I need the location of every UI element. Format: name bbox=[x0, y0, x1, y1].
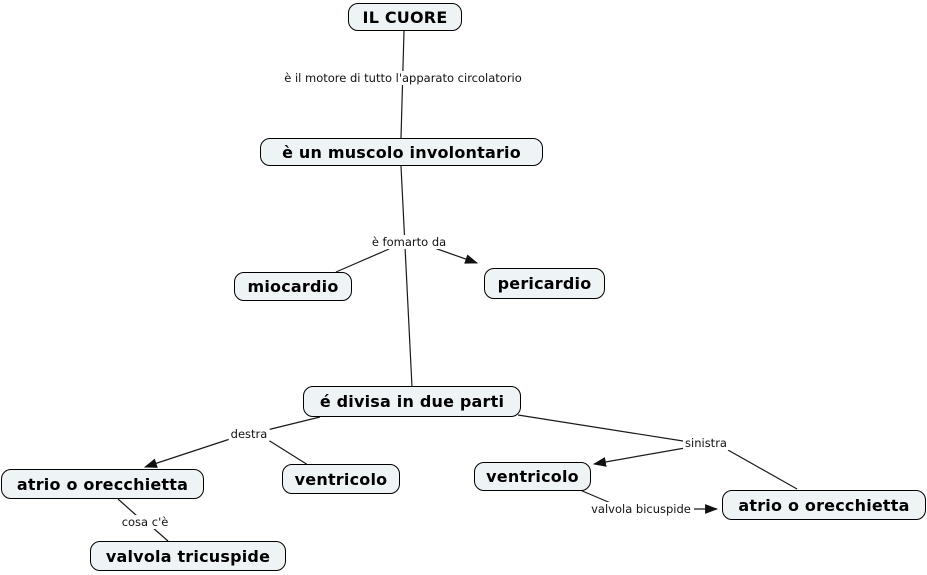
node-il-cuore[interactable]: IL CUORE bbox=[348, 3, 462, 31]
connector-divisa-sinistra bbox=[517, 414, 684, 442]
connector-ventricolo-bicuspide bbox=[579, 489, 614, 505]
node-miocardio[interactable]: miocardio bbox=[234, 272, 352, 301]
connector-destra-atrio bbox=[143, 438, 231, 468]
node-pericardio[interactable]: pericardio bbox=[484, 268, 605, 299]
connector-divisa-destra bbox=[266, 416, 321, 431]
node-ventricolo-destro[interactable]: ventricolo bbox=[282, 464, 400, 494]
link-label-valvola-bicuspide[interactable]: valvola bicuspide bbox=[589, 502, 693, 516]
link-label-cosa-ce[interactable]: cosa c'è bbox=[119, 515, 171, 529]
connector-cosace-tricuspide bbox=[151, 526, 169, 542]
node-muscolo-involontario[interactable]: è un muscolo involontario bbox=[260, 138, 543, 166]
connector-destra-ventricolo bbox=[264, 437, 309, 466]
link-label-formato[interactable]: è fomarto da bbox=[369, 235, 449, 249]
link-label-sinistra[interactable]: sinistra bbox=[683, 436, 729, 450]
link-label-motore[interactable]: è il motore di tutto l'apparato circolat… bbox=[282, 71, 524, 85]
connector-formato-miocardio bbox=[335, 248, 390, 273]
link-label-destra[interactable]: destra bbox=[228, 427, 270, 441]
node-ventricolo-sinistro[interactable]: ventricolo bbox=[474, 462, 591, 491]
node-valvola-tricuspide[interactable]: valvola tricuspide bbox=[90, 541, 286, 571]
node-atrio-orecchietta-destra[interactable]: atrio o orecchietta bbox=[1, 469, 204, 499]
connector-muscolo-divisa bbox=[400, 165, 413, 388]
connector-atrio-cosace bbox=[117, 498, 138, 517]
connector-sinistra-atrio bbox=[727, 449, 798, 490]
node-divisa-due-parti[interactable]: é divisa in due parti bbox=[303, 386, 521, 417]
node-atrio-orecchietta-sinistra[interactable]: atrio o orecchietta bbox=[722, 490, 926, 520]
connector-sinistra-ventricolo bbox=[592, 447, 686, 467]
